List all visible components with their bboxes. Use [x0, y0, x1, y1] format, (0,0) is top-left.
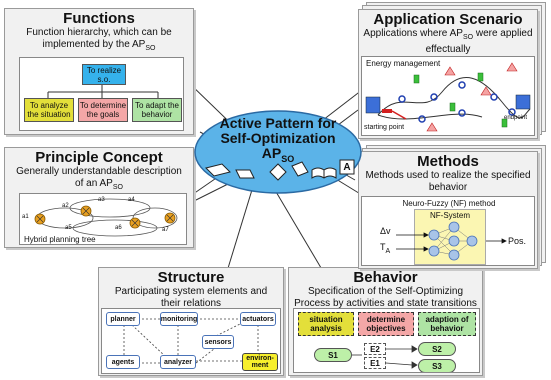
center-pattern-graphic [194, 110, 362, 194]
structure-card: Structure Participating system elements … [98, 267, 284, 376]
functions-desc-line2: implemented by the APSO [42, 39, 156, 52]
application-card: Application Scenario Applications where … [358, 9, 538, 139]
endpoint-label: endpoint [504, 115, 528, 121]
tree-node-a3: a3 [98, 197, 105, 203]
structure-desc-line2: their relations [160, 298, 222, 309]
function-analyze: To analyze the situation [24, 98, 74, 122]
methods-desc-line2: behavior [428, 182, 468, 193]
behavior-desc-line2: Process by activities and state transiti… [294, 298, 477, 309]
structure-title: Structure [157, 269, 225, 286]
neural-network-graphic [396, 221, 507, 261]
functions-desc-line1: Function hierarchy, which can be [26, 27, 172, 38]
function-determine: To determine the goals [78, 98, 128, 122]
tree-node-a7: a7 [162, 227, 169, 233]
planning-tree-graph [34, 198, 178, 237]
energy-management-panel: Energy management starting point endpoin… [361, 56, 535, 136]
nf-input-dv: Δv [380, 226, 391, 236]
principle-card: Principle Concept Generally understandab… [4, 147, 194, 248]
activity-adaption-of-behavior: adaption of behavior [418, 312, 476, 336]
nf-method-label: Neuro-Fuzzy (NF) method [402, 199, 496, 208]
center-line2: Self-Optimization [220, 130, 336, 146]
behavior-panel: situation analysis determine objectives … [293, 308, 480, 373]
methods-panel: Neuro-Fuzzy (NF) method NF-System Δv TA … [361, 196, 535, 266]
structure-planner: planner [106, 312, 140, 326]
methods-desc-line1: Methods used to realize the specified [365, 170, 531, 181]
behavior-card: Behavior Specification of the Self-Optim… [288, 267, 483, 376]
state-s1: S1 [314, 348, 352, 362]
structure-sensors: sensors [202, 335, 234, 349]
principle-desc-line2: of an APSO [75, 178, 123, 191]
structure-panel: planner monitoring actuators sensors age… [101, 308, 281, 374]
center-line1: Active Pattern for [219, 115, 337, 131]
structure-monitoring: monitoring [160, 312, 198, 326]
tree-node-a2: a2 [62, 203, 69, 209]
structure-environment: environ-ment [242, 353, 278, 371]
methods-card: Methods Methods used to realize the spec… [358, 151, 538, 269]
application-title: Application Scenario [373, 11, 523, 28]
structure-desc-line1: Participating system elements and [114, 286, 268, 297]
function-hierarchy-links [47, 84, 159, 98]
nf-system-label: NF-System [430, 211, 470, 220]
function-hierarchy-panel: To realize s.o. To analyze the situation… [19, 57, 184, 131]
planning-tree-caption: Hybrid planning tree [24, 235, 96, 244]
tree-node-a4: a4 [128, 197, 135, 203]
tree-node-a6: a6 [115, 225, 122, 231]
structure-analyzer: analyzer [160, 355, 196, 369]
behavior-flow [352, 345, 418, 369]
principle-desc-line1: Generally understandable description [16, 166, 182, 177]
functions-title: Functions [63, 10, 135, 27]
nf-output-pos: Pos. [508, 236, 527, 246]
event-e2: E2 [364, 343, 386, 355]
structure-agents: agents [106, 355, 140, 369]
application-desc-line1: Applications where APSO were applied [363, 28, 533, 41]
starting-point-label: starting point [364, 124, 405, 131]
principle-title: Principle Concept [35, 149, 163, 166]
event-e1: E1 [364, 357, 386, 369]
energy-management-heading: Energy management [366, 59, 441, 68]
center-icon-letter: A [343, 162, 351, 173]
methods-title: Methods [417, 153, 479, 170]
structure-links [123, 318, 259, 364]
tree-node-a5: a5 [65, 225, 72, 231]
behavior-desc-line1: Specification of the Self-Optimizing [307, 286, 464, 297]
application-desc-line2: effectually [425, 44, 471, 55]
activity-determine-objectives: determine objectives [358, 312, 414, 336]
energy-route-graphic [365, 62, 531, 132]
state-s3: S3 [418, 359, 456, 372]
activity-situation-analysis: situation analysis [298, 312, 354, 336]
structure-actuators: actuators [240, 312, 276, 326]
function-adapt: To adapt the behavior [132, 98, 182, 122]
state-s2: S2 [418, 342, 456, 356]
functions-card: Functions Function hierarchy, which can … [4, 8, 194, 135]
behavior-title: Behavior [353, 269, 418, 286]
planning-tree-panel: a1 a2 a3 a4 a5 a6 a7 Hybrid planning tre… [19, 193, 187, 245]
center-line3: APSO [261, 145, 295, 164]
nf-input-ta: TA [380, 242, 391, 255]
tree-node-a1: a1 [22, 214, 29, 220]
function-root: To realize s.o. [82, 64, 126, 85]
